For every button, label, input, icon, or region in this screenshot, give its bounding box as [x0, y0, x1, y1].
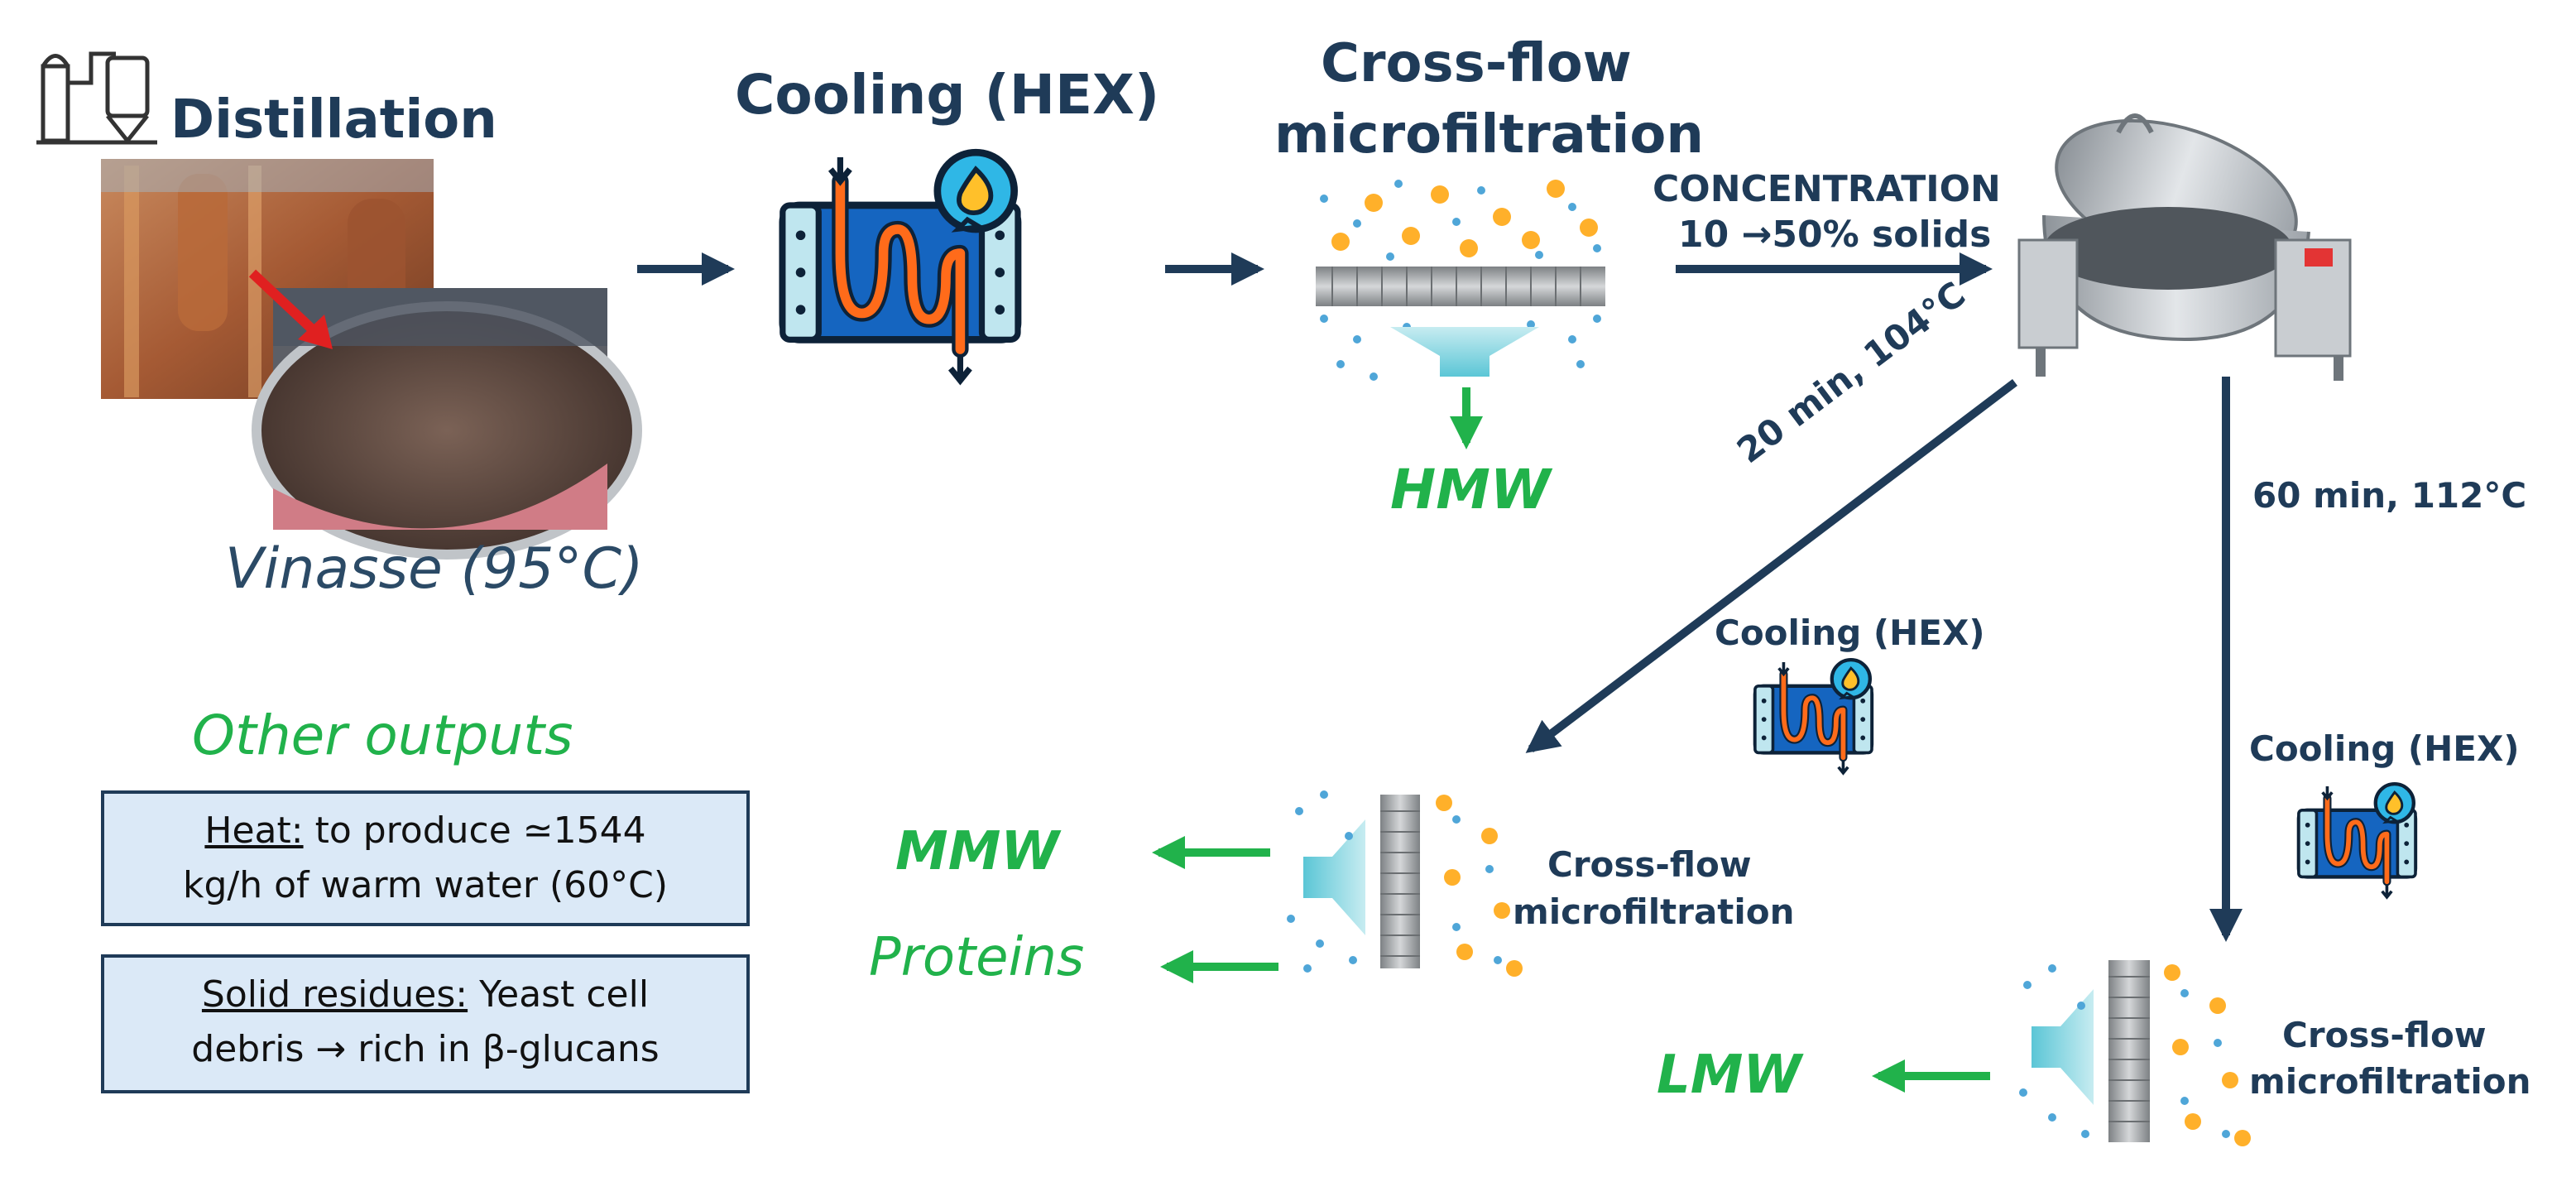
vinasse-label: Vinasse (95°C)	[225, 536, 644, 602]
step-cff-top-line1: Cross-flow	[1321, 33, 1632, 94]
step-cff-mid-line1: Cross-flow	[1547, 844, 1752, 885]
route-b-condition: 60 min, 112°C	[2252, 475, 2527, 516]
step-cff-right-line1: Cross-flow	[2282, 1015, 2487, 1055]
heat-text-line1: to produce ≃1544	[303, 809, 646, 852]
step-concentration-line2: 10 →50% solids	[1678, 214, 1992, 256]
output-hmw: HMW	[1390, 458, 1551, 521]
distillery-icon	[36, 51, 157, 145]
arrow-route-a	[1525, 379, 2018, 753]
step-cooling-top: Cooling (HEX)	[735, 63, 1160, 127]
solid-residues-box: Solid residues: Yeast cell debris → rich…	[101, 954, 750, 1093]
output-proteins: Proteins	[869, 927, 1085, 988]
heat-exchanger-icon	[1755, 660, 1872, 773]
vinasse-tank-photo	[252, 288, 642, 560]
step-concentration-line1: CONCENTRATION	[1653, 168, 2001, 210]
tilting-kettle-icon	[2017, 113, 2352, 381]
step-cooling-right: Cooling (HEX)	[2249, 728, 2520, 769]
solid-label: Solid residues:	[201, 973, 468, 1016]
step-cff-top-line2: microfiltration	[1274, 104, 1704, 166]
membrane-filter-icon	[1316, 180, 1605, 381]
membrane-filter-icon	[1287, 790, 1523, 977]
other-outputs-title: Other outputs	[192, 704, 573, 767]
membrane-filter-icon	[2019, 960, 2251, 1146]
step-cooling-mid: Cooling (HEX)	[1715, 613, 1985, 653]
distillery-photo	[101, 159, 434, 399]
heat-output-box: Heat: to produce ≃1544 kg/h of warm wate…	[101, 790, 750, 926]
output-mmw: MMW	[895, 821, 1059, 882]
output-lmw: LMW	[1657, 1045, 1802, 1106]
step-cff-right-line2: microfiltration	[2249, 1061, 2531, 1102]
red-pointer-arrowhead	[298, 315, 333, 349]
step-cff-mid-line2: microfiltration	[1513, 891, 1795, 932]
heat-exchanger-icon	[2299, 784, 2415, 897]
solid-text-line2: debris → rich in β-glucans	[191, 1028, 660, 1070]
heat-text-line2: kg/h of warm water (60°C)	[182, 864, 668, 906]
red-pointer-arrow	[248, 269, 323, 339]
heat-label: Heat:	[204, 809, 304, 852]
step-distillation: Distillation	[170, 89, 497, 151]
heat-exchanger-icon	[783, 152, 1018, 381]
solid-text-line1: Yeast cell	[468, 973, 650, 1016]
